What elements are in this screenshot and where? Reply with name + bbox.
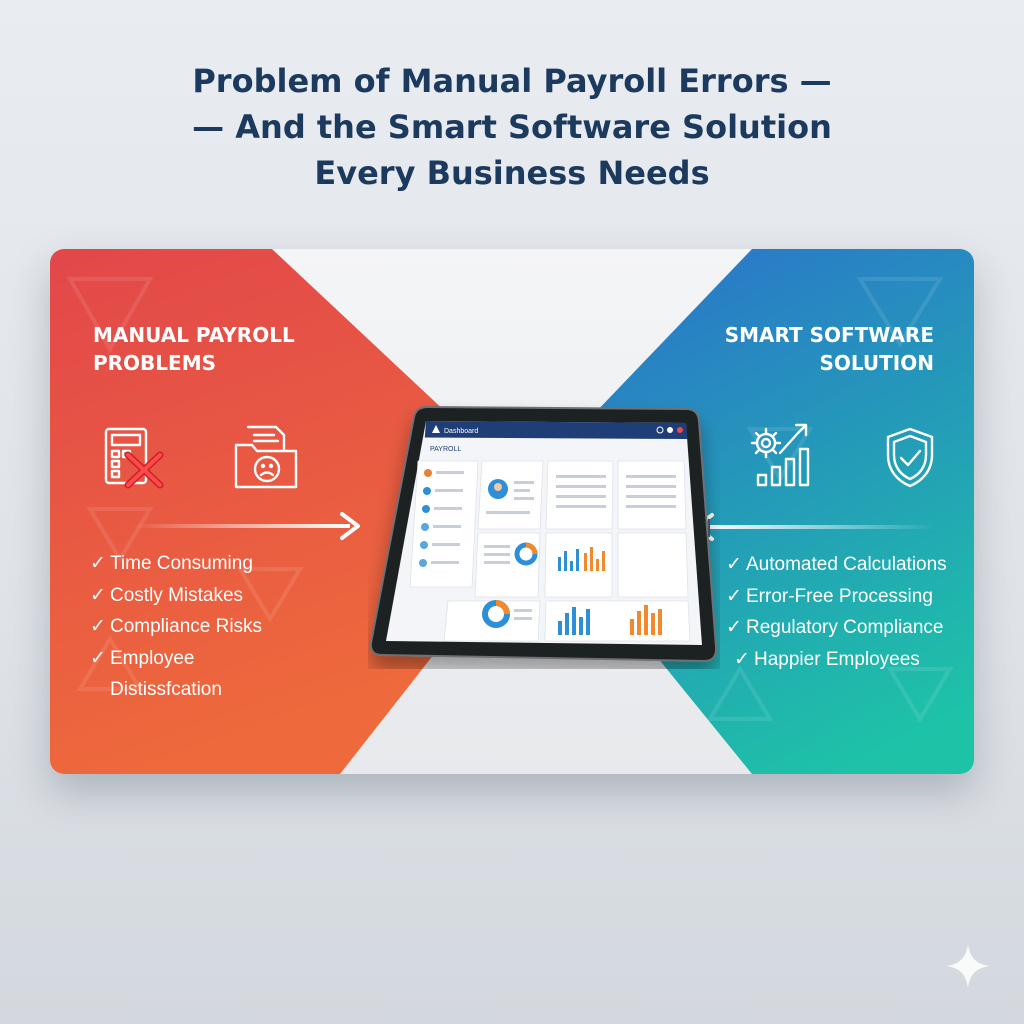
left-panel-title: MANUAL PAYROLL PROBLEMS [93, 323, 295, 375]
list-item: ✓Automated Calculations [726, 549, 947, 581]
list-item: ✓Regulatory Compliance [726, 612, 947, 644]
check-icon: ✓ [734, 648, 750, 670]
check-icon: ✓ [90, 553, 106, 574]
shield-check-icon [886, 427, 934, 488]
check-icon: ✓ [90, 616, 106, 637]
tablet-dashboard-mockup: Dashboard PAYROLL [369, 405, 718, 663]
arrow-right-icon [130, 512, 360, 540]
check-icon: ✓ [726, 617, 742, 638]
check-icon: ✓ [90, 647, 106, 669]
list-item: ✓Error-Free Processing [726, 581, 947, 613]
check-icon: ✓ [726, 554, 742, 575]
solution-list: ✓Automated Calculations ✓Error-Free Proc… [726, 549, 947, 675]
right-panel-title: SMART SOFTWARE SOLUTION [724, 323, 934, 375]
sad-folder-icon [234, 425, 298, 489]
list-item: ✓Time Consuming [90, 548, 262, 580]
sparkle-icon [946, 944, 990, 988]
app-title: Dashboard [444, 428, 478, 435]
gear-growth-icon [750, 423, 810, 487]
page-label: PAYROLL [430, 446, 461, 453]
headline-line-1: Problem of Manual Payroll Errors — [192, 62, 832, 100]
headline-line-2: — And the Smart Software Solution [192, 108, 832, 146]
settings-icon [656, 426, 664, 434]
list-item: ✓Costly Mistakes [90, 580, 262, 612]
comparison-banner: MANUAL PAYROLL PROBLEMS [50, 249, 974, 774]
check-icon: ✓ [90, 584, 106, 606]
headline-line-3: Every Business Needs [314, 154, 710, 192]
app-logo-icon [432, 425, 440, 433]
list-item: ✓Happier Employees [726, 644, 947, 676]
headline: Problem of Manual Payroll Errors — — And… [0, 58, 1024, 196]
arrow-left-icon [694, 513, 936, 541]
problem-list: ✓Time Consuming ✓Costly Mistakes ✓Compli… [90, 548, 262, 705]
notification-icon [667, 427, 673, 433]
user-icon [677, 427, 683, 433]
check-icon: ✓ [726, 585, 742, 607]
calculator-error-icon [104, 427, 164, 489]
list-item: ✓Compliance Risks [90, 611, 262, 643]
